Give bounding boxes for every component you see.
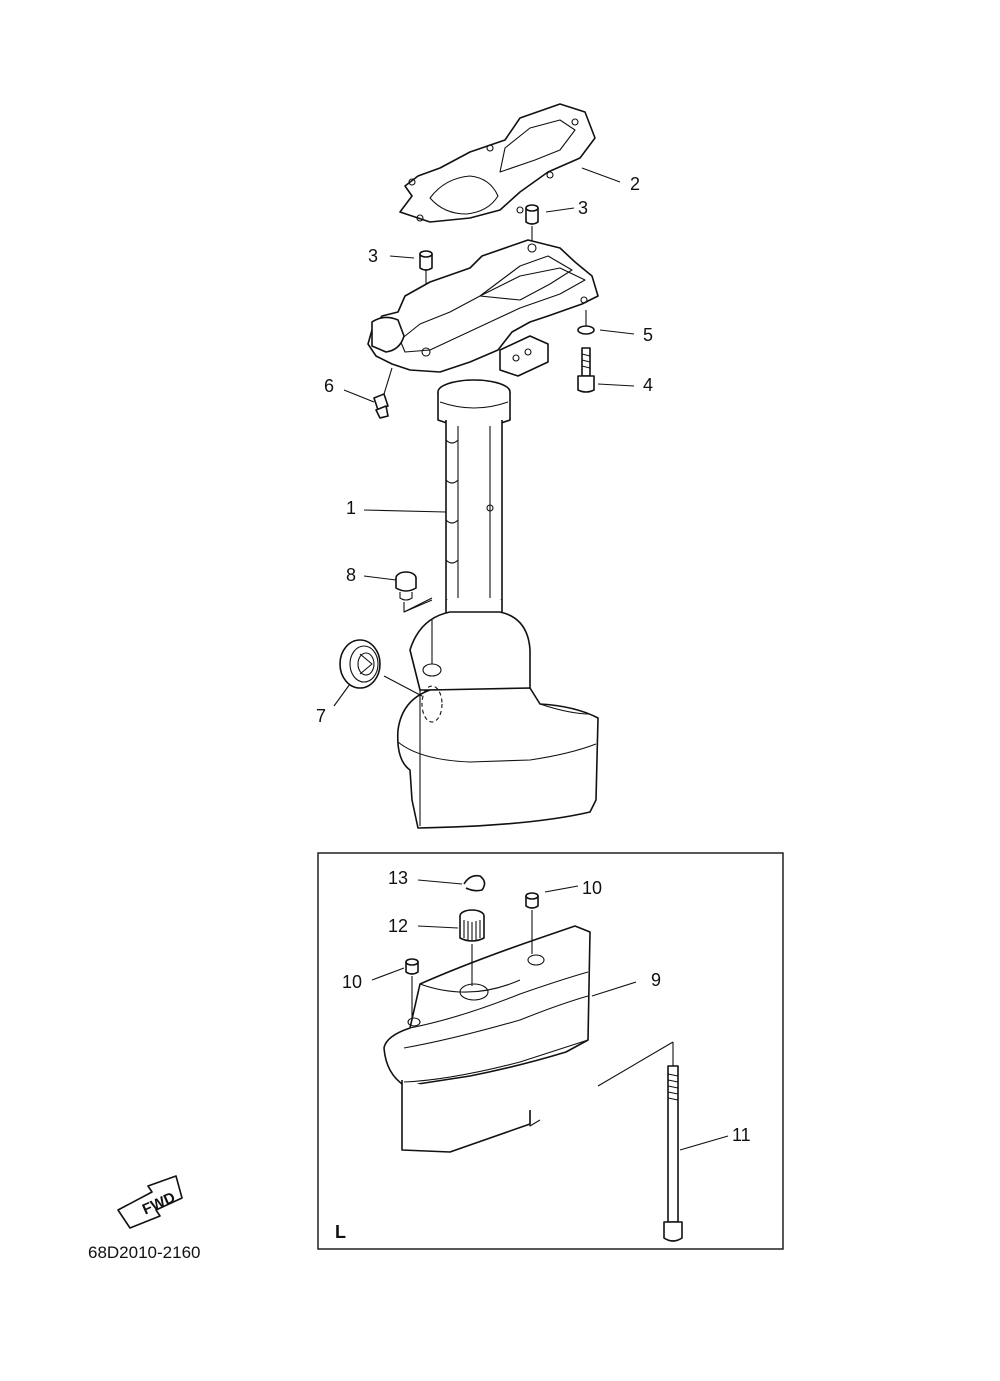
callout-7: 7 bbox=[316, 706, 326, 726]
callout-9: 9 bbox=[651, 970, 661, 990]
extension-part-9 bbox=[383, 925, 591, 1153]
callout-12: 12 bbox=[388, 916, 408, 936]
callout-11: 11 bbox=[732, 1125, 751, 1145]
long-bolt-part-11 bbox=[529, 1041, 683, 1242]
bushing-part-12 bbox=[459, 909, 485, 986]
inset-frame bbox=[317, 852, 784, 1250]
nipple-fitting-part-6 bbox=[373, 367, 393, 419]
inset-label: L bbox=[335, 1222, 346, 1242]
callout-3-right: 3 bbox=[578, 198, 588, 218]
callout-6: 6 bbox=[324, 376, 334, 396]
part-code: 68D2010-2160 bbox=[88, 1243, 200, 1262]
callout-4: 4 bbox=[643, 375, 653, 395]
plug-part-8 bbox=[395, 571, 433, 613]
gasket-part bbox=[399, 103, 596, 223]
callout-3-left: 3 bbox=[368, 246, 378, 266]
callout-10-left: 10 bbox=[342, 972, 362, 992]
callout-2: 2 bbox=[630, 174, 640, 194]
callout-13: 13 bbox=[388, 868, 408, 888]
washer-part-5 bbox=[577, 325, 595, 335]
grommet-part-7 bbox=[339, 639, 423, 697]
circlip-part-13 bbox=[463, 874, 486, 892]
upper-casing-part bbox=[396, 379, 599, 829]
inset-callout-leaders bbox=[371, 879, 729, 1151]
callout-10-right: 10 bbox=[582, 878, 602, 898]
callout-5: 5 bbox=[643, 325, 653, 345]
upper-casing-plate bbox=[367, 239, 599, 377]
bolt-part-4 bbox=[577, 347, 595, 393]
dowel-pin-part-10 bbox=[405, 892, 539, 1018]
callout-leaders bbox=[333, 167, 635, 707]
forward-direction-arrow: FWD bbox=[117, 1175, 183, 1229]
callout-8: 8 bbox=[346, 565, 356, 585]
callout-1: 1 bbox=[346, 498, 356, 518]
